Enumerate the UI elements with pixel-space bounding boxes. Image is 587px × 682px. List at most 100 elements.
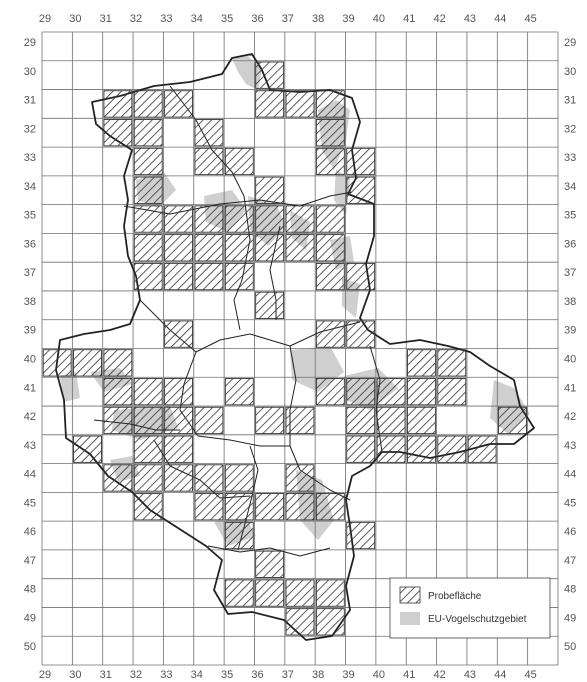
sample-cell-33-44 [164,464,194,492]
sample-cell-39-41 [346,378,376,406]
sample-cell-32-43 [133,435,163,463]
sample-cell-33-41 [164,378,194,406]
sample-cell-31-41 [103,378,133,406]
row-label-left: 40 [24,354,36,366]
row-label-right: 49 [564,612,576,624]
sample-cell-40-43 [376,435,406,463]
row-label-right: 33 [564,152,576,164]
sample-cell-38-31 [315,90,345,118]
row-label-left: 32 [24,123,36,135]
sample-cell-34-35 [194,205,224,233]
sample-cell-38-35 [315,205,345,233]
sample-cell-35-36 [224,234,254,262]
legend-sample-label: Probefläche [428,591,482,602]
column-label-bottom: 36 [251,669,263,681]
sample-cell-37-45 [285,493,315,521]
row-label-right: 30 [564,66,576,78]
sample-cell-37-31 [285,90,315,118]
sample-cell-32-44 [133,464,163,492]
legend-reserve-swatch [400,612,420,625]
sample-cell-31-42 [103,406,133,435]
sample-cell-38-36 [315,234,345,262]
column-label-bottom: 38 [312,669,324,681]
sample-cells [42,61,527,636]
row-label-right: 34 [564,181,576,193]
row-label-right: 31 [564,95,576,107]
row-label-left: 33 [24,152,36,164]
row-label-right: 29 [564,37,576,49]
row-label-right: 43 [564,440,576,452]
sample-cell-31-32 [103,119,133,147]
sample-cell-34-42 [194,406,224,435]
sample-cell-38-45 [315,493,345,521]
sample-cell-39-43 [346,435,376,463]
row-label-right: 41 [564,382,576,394]
sample-cell-39-39 [346,320,376,348]
row-label-left: 43 [24,440,36,452]
row-label-right: 44 [564,469,576,481]
sample-cell-37-44 [285,464,315,492]
column-label-top: 39 [342,13,354,25]
column-label-top: 42 [433,13,445,25]
sample-cell-29-40 [42,349,72,377]
row-label-left: 48 [24,584,36,596]
sample-cell-44-42 [498,406,527,435]
sample-cell-33-36 [164,234,194,262]
row-label-left: 41 [24,382,36,394]
row-label-right: 36 [564,238,576,250]
sample-cell-41-41 [406,378,436,406]
column-label-top: 32 [130,13,142,25]
sample-cell-35-35 [224,205,254,233]
sample-cell-43-43 [467,435,497,463]
row-label-left: 37 [24,267,36,279]
sample-cell-35-46 [224,521,254,550]
sample-cell-31-40 [103,349,133,377]
column-label-bottom: 29 [39,669,51,681]
sample-cell-32-31 [133,90,163,118]
sample-cell-33-43 [164,435,194,463]
sample-cell-40-42 [376,406,406,435]
sample-cell-33-31 [164,90,194,118]
column-label-bottom: 39 [342,669,354,681]
row-label-left: 47 [24,555,36,567]
sample-cell-38-32 [315,119,345,147]
sample-cell-34-45 [194,493,224,521]
sample-cell-36-31 [255,90,285,118]
sample-cell-35-41 [224,378,254,406]
row-label-right: 48 [564,584,576,596]
sample-cell-38-37 [315,262,345,291]
column-label-bottom: 32 [130,669,142,681]
reserve-elbe-north [334,170,350,215]
column-label-bottom: 34 [191,669,203,681]
row-label-left: 39 [24,325,36,337]
sample-cell-36-42 [255,406,285,435]
column-label-top: 33 [160,13,172,25]
sample-cell-36-34 [255,176,285,204]
sample-cell-39-46 [346,521,376,550]
column-label-bottom: 37 [282,669,294,681]
column-label-top: 36 [251,13,263,25]
grid-labels: 2929303031313232333334343535363637373838… [24,13,577,681]
sample-cell-32-35 [133,205,163,233]
row-label-right: 45 [564,497,576,509]
row-label-left: 30 [24,66,36,78]
sample-cell-31-44 [103,464,133,492]
sample-cell-38-39 [315,320,345,348]
column-label-top: 41 [403,13,415,25]
column-label-top: 44 [494,13,506,25]
sample-cell-42-43 [437,435,467,463]
sample-cell-36-30 [255,61,285,89]
sample-cell-33-37 [164,262,194,291]
row-label-right: 35 [564,210,576,222]
row-label-left: 29 [24,37,36,49]
column-label-top: 43 [464,13,476,25]
sample-cell-32-36 [133,234,163,262]
sample-cell-31-31 [103,90,133,118]
sample-cell-41-40 [406,349,436,377]
sample-cell-34-32 [194,119,224,147]
column-label-bottom: 30 [69,669,81,681]
sample-cell-32-42 [133,406,163,435]
column-label-top: 40 [373,13,385,25]
sample-cell-39-33 [346,147,376,176]
row-label-right: 37 [564,267,576,279]
